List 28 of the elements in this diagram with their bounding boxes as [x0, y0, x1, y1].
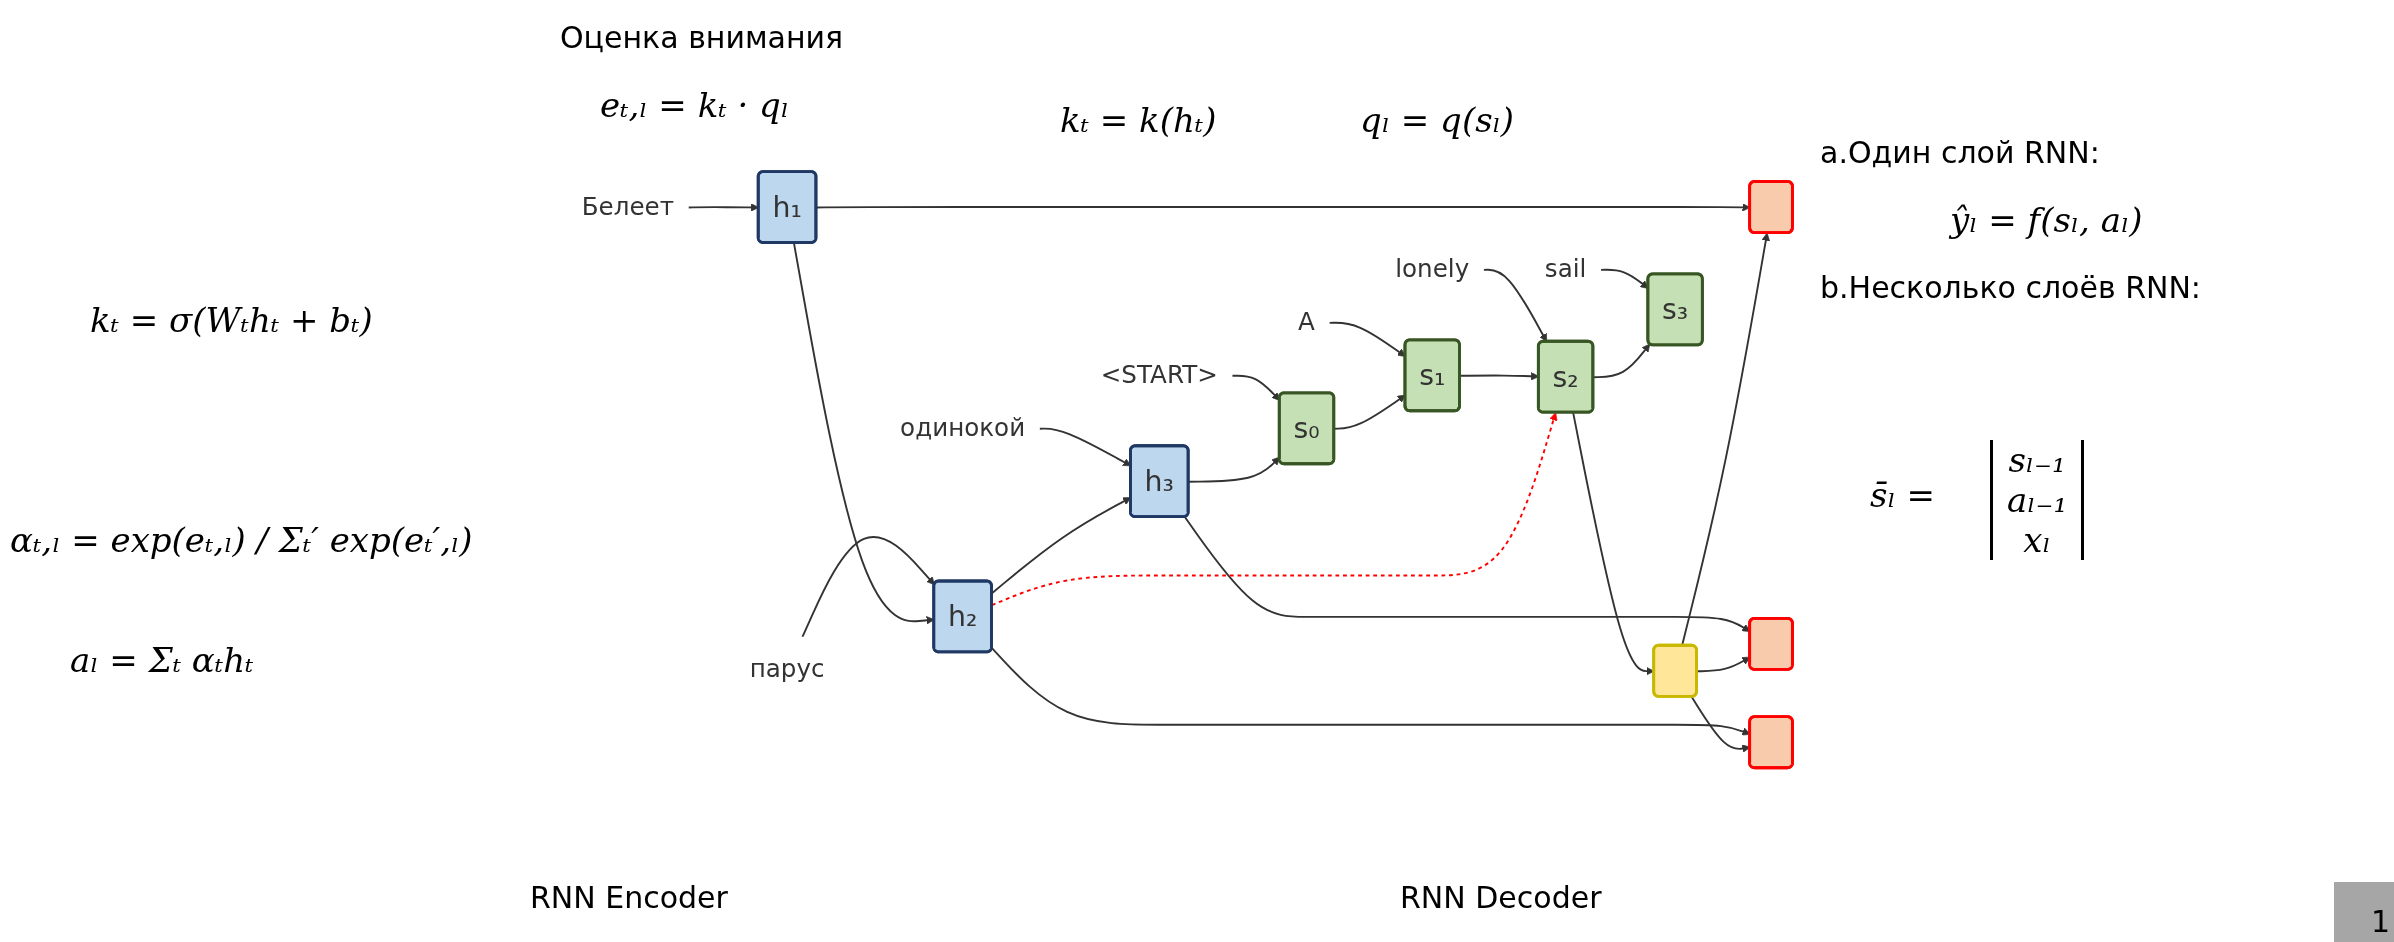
matrix-entry: aₗ₋₁ — [2007, 480, 2068, 520]
node-text: Белеет — [581, 192, 675, 222]
arrow — [991, 412, 1558, 607]
section-label: RNN Encoder — [530, 880, 728, 915]
section-label: RNN Decoder — [1400, 880, 1602, 915]
node-text: lonely — [1395, 255, 1470, 284]
heading: b.Несколько слоёв RNN: — [1820, 270, 2201, 305]
formula: eₜ,ₗ = kₜ · qₗ — [600, 85, 790, 125]
formula: kₜ = k(hₜ) — [1060, 100, 1217, 140]
arrow — [1592, 343, 1651, 379]
formula: qₗ = q(sₗ) — [1360, 100, 1515, 140]
node-text: sail — [1544, 255, 1587, 284]
formula: αₜ,ₗ = exp(eₜ,ₗ) / Σₜ′ exp(eₜ′,ₗ) — [10, 520, 473, 560]
formula: ŷₗ = f(sₗ, aₗ) — [1950, 200, 2143, 240]
heading: a.Один слой RNN: — [1820, 135, 2100, 170]
node-text: одинокой — [900, 413, 1026, 443]
node-text: парус — [749, 655, 825, 684]
formula: s̄ₗ = — [1870, 475, 1935, 515]
node-text: <START> — [1100, 361, 1218, 390]
node-text: A — [1298, 308, 1315, 337]
arrow — [801, 536, 935, 639]
arrow — [1231, 375, 1281, 402]
matrix-entry: sₗ₋₁ — [2008, 440, 2066, 480]
page-number: 1 — [2334, 882, 2394, 942]
formula: aₗ = Σₜ αₜhₜ — [70, 640, 254, 680]
heading: Оценка внимания — [560, 20, 844, 55]
formula: kₜ = σ(Wₜhₜ + bₜ) — [90, 300, 373, 340]
matrix-entry: xₗ — [2023, 520, 2051, 560]
